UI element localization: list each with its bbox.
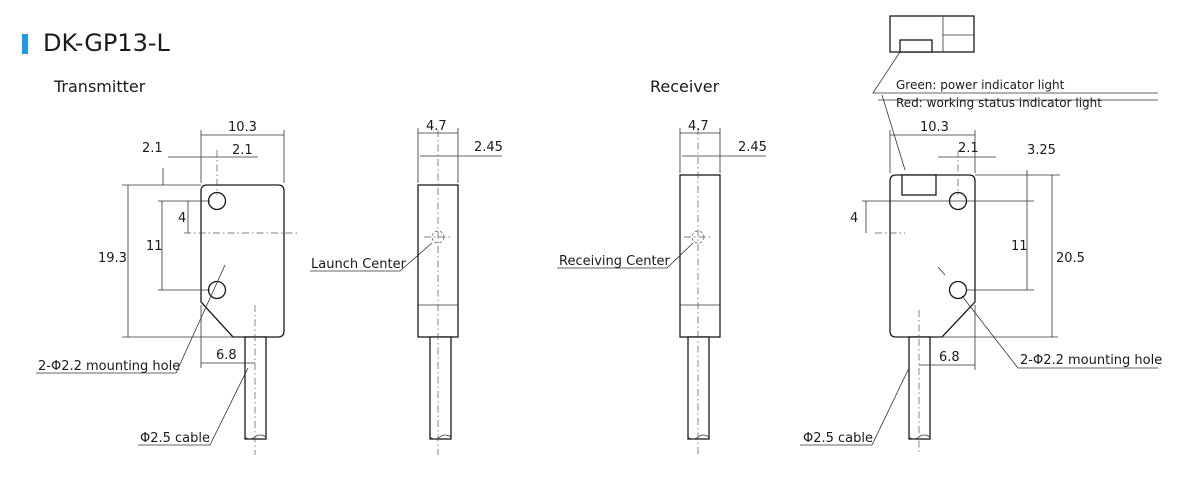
transmitter-side-view: 4.7 2.45 Launch Center [310, 119, 503, 455]
receiver-dim-width: 10.3 [920, 120, 949, 135]
receiver-cable-label: Φ2.5 cable [803, 431, 873, 446]
receiver-dim-hole-spacing: 11 [1011, 239, 1028, 254]
dim-height: 19.3 [98, 251, 127, 266]
receiver-side-dim-half-thickness: 2.45 [738, 140, 767, 155]
dim-hole-spacing: 11 [146, 239, 163, 254]
receiver-side-dim-thickness: 4.7 [688, 119, 709, 134]
receiving-center-label: Receiving Center [559, 254, 671, 269]
receiver-dim-hole-offset-side: 2.1 [958, 141, 979, 156]
page-title: DK-GP13-L [43, 29, 170, 57]
title-accent-bar [22, 34, 28, 54]
transmitter-front-view: 10.3 2.1 2.1 4 11 19.3 6.8 2-Φ2.2 mounti… [36, 120, 300, 455]
launch-center-label: Launch Center [311, 257, 407, 272]
dim-width: 10.3 [228, 120, 257, 135]
indicator-green-label: Green: power indicator light [896, 78, 1065, 92]
dim-hole-offset-top: 2.1 [142, 141, 163, 156]
receiver-dim-center-offset: 4 [850, 211, 858, 226]
receiver-dim-cable-offset: 6.8 [939, 350, 960, 365]
receiver-dim-top-offset: 3.25 [1027, 143, 1056, 158]
side-dim-thickness: 4.7 [426, 119, 447, 134]
dim-cable-offset: 6.8 [216, 348, 237, 363]
mounting-hole-label: 2-Φ2.2 mounting hole [38, 359, 180, 374]
dim-hole-offset-side: 2.1 [232, 143, 253, 158]
cable-label: Φ2.5 cable [140, 431, 210, 446]
dim-center-offset: 4 [178, 211, 186, 226]
side-dim-half-thickness: 2.45 [474, 140, 503, 155]
receiver-front-view: Green: power indicator light Red: workin… [800, 15, 1162, 455]
transmitter-heading: Transmitter [54, 77, 146, 96]
receiver-mounting-hole-label: 2-Φ2.2 mounting hole [1020, 353, 1162, 368]
receiver-side-view: 4.7 2.45 Receiving Center [557, 119, 767, 455]
receiver-heading: Receiver [650, 77, 720, 96]
indicator-red-label: Red: working status indicator light [896, 96, 1102, 110]
receiver-dim-height: 20.5 [1056, 251, 1085, 266]
